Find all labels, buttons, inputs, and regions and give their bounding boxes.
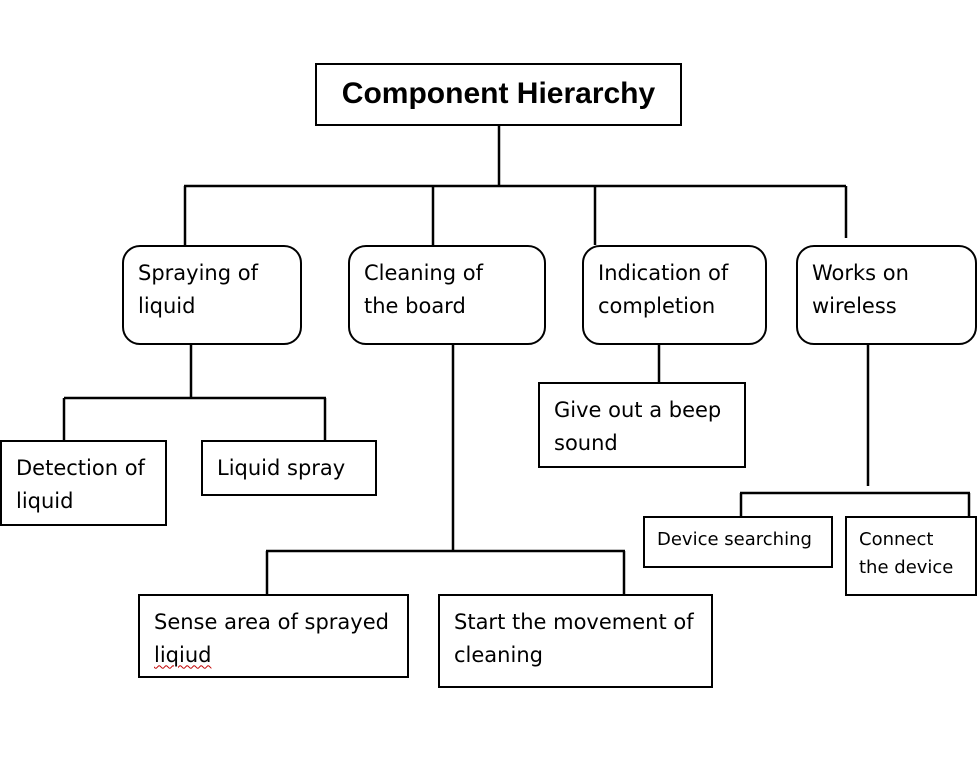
node-liquid-spray: Liquid spray (201, 440, 377, 496)
node-indication-of-completion: Indication of completion (582, 245, 767, 345)
node-start-the-movement-of-cleaning: Start the movement of cleaning (438, 594, 713, 688)
node-give-out-a-beep-sound: Give out a beep sound (538, 382, 746, 468)
root-node-title: Component Hierarchy (315, 63, 682, 126)
node-sense-area-of-sprayed-liquid: Sense area of sprayed liqiud (138, 594, 409, 678)
node-works-on-wireless: Works on wireless (796, 245, 977, 345)
node-spraying-of-liquid: Spraying of liquid (122, 245, 302, 345)
spellcheck-underlined-word: liqiud (154, 642, 212, 667)
node-detection-of-liquid: Detection of liquid (0, 440, 167, 526)
node-cleaning-of-the-board: Cleaning of the board (348, 245, 546, 345)
node-device-searching: Device searching (643, 516, 833, 568)
node-sense-label: Sense area of sprayed (154, 610, 389, 634)
node-connect-the-device: Connect the device (845, 516, 977, 596)
